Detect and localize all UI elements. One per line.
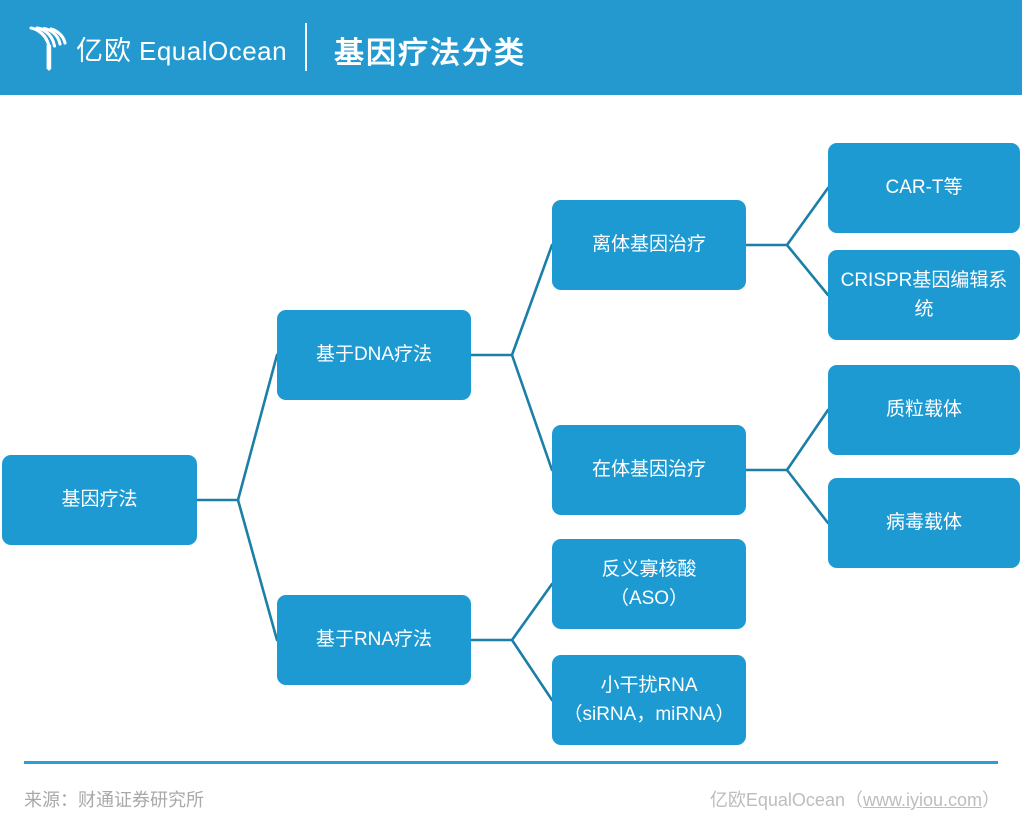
node-antisense-oligonucleotide[interactable]: 反义寡核酸 （ASO） — [552, 539, 746, 629]
node-label: 在体基因治疗 — [591, 459, 706, 481]
node-crispr-gene-editing-system[interactable]: CRISPR基因编辑系统 — [828, 250, 1020, 340]
node-gene-therapy[interactable]: 基因疗法 — [2, 455, 197, 545]
node-dna-based-therapy[interactable]: 基于DNA疗法 — [277, 310, 471, 400]
node-label: 基于RNA疗法 — [315, 629, 433, 651]
brand-logo-en: EqualOcean — [139, 35, 288, 66]
equalocean-logo-icon — [29, 26, 67, 71]
footer-brand: 亿欧EqualOcean（www.iyiou.com） — [710, 786, 1000, 812]
page-title: 基因疗法分类 — [334, 37, 526, 70]
node-label: CRISPR基因编辑系统 — [840, 269, 1008, 320]
node-label: 离体基因治疗 — [591, 234, 706, 256]
brand-logo-cn: 亿欧 — [76, 35, 132, 66]
tree-diagram: 基因疗法 基于DNA疗法 基于RNA疗法 离体基因治疗 在体基因治疗 反义寡核酸… — [0, 95, 1022, 761]
node-label: 基因疗法 — [61, 489, 138, 511]
header-bar: 亿欧 EqualOcean 基因疗法分类 — [0, 0, 1022, 95]
node-rna-based-therapy[interactable]: 基于RNA疗法 — [277, 595, 471, 685]
node-label: 质粒载体 — [885, 399, 962, 421]
node-small-interfering-rna[interactable]: 小干扰RNA （siRNA，miRNA） — [552, 655, 746, 745]
footer-brand-close: ） — [982, 790, 1000, 810]
node-label: CAR-T等 — [885, 177, 963, 199]
node-label-line2: （siRNA，miRNA） — [563, 704, 735, 725]
footer-divider — [24, 761, 998, 764]
connector-lines — [195, 186, 830, 702]
footer-website-link[interactable]: www.iyiou.com — [862, 790, 982, 810]
header-divider — [305, 23, 307, 71]
node-label-line1: 小干扰RNA — [600, 674, 698, 696]
brand-logo-text: 亿欧 EqualOcean — [76, 29, 287, 68]
node-label-line1: 反义寡核酸 — [601, 558, 697, 580]
node-label: 病毒载体 — [885, 512, 962, 534]
node-label: 基于DNA疗法 — [315, 344, 433, 366]
footer-source-text: 来源：财通证券研究所 — [24, 790, 204, 810]
brand-logo: 亿欧 EqualOcean — [28, 24, 287, 72]
node-plasmid-vector[interactable]: 质粒载体 — [828, 365, 1020, 455]
node-in-vivo-gene-therapy[interactable]: 在体基因治疗 — [552, 425, 746, 515]
footer-brand-text: 亿欧EqualOcean（ — [709, 790, 863, 810]
node-ex-vivo-gene-therapy[interactable]: 离体基因治疗 — [552, 200, 746, 290]
node-viral-vector[interactable]: 病毒载体 — [828, 478, 1020, 568]
node-label-line2: （ASO） — [609, 588, 689, 609]
node-car-t[interactable]: CAR-T等 — [828, 143, 1020, 233]
